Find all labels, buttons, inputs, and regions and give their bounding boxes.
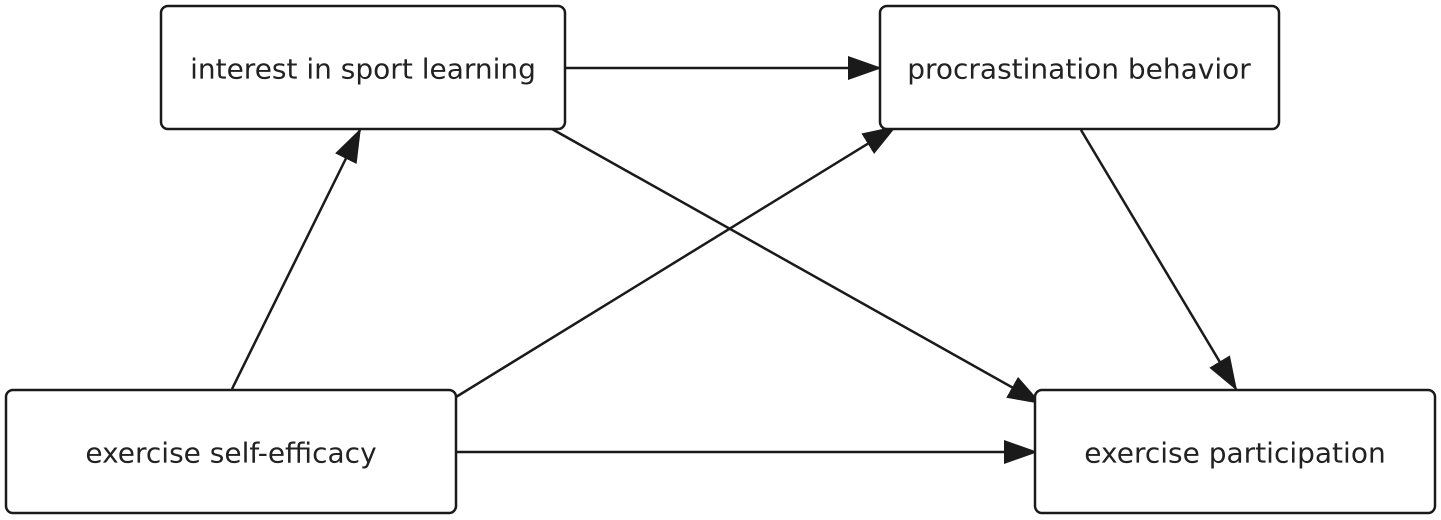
node-interest-label: interest in sport learning [190, 53, 536, 86]
edges [230, 56, 1238, 464]
node-efficacy-box [4, 388, 458, 515]
node-procrastination-box [878, 4, 1281, 131]
node-interest-box [159, 4, 567, 131]
node-interest: interest in sport learning [159, 4, 567, 131]
edge-efficacy-to-interest [230, 128, 362, 390]
node-participation-label: exercise participation [1084, 437, 1385, 470]
node-efficacy-label: exercise self-efficacy [85, 437, 376, 470]
edge-efficacy-to-procrastination [455, 125, 897, 399]
edge-procrastination-to-participation [1079, 129, 1238, 391]
edge-interest-to-participation [551, 127, 1042, 405]
node-participation-box [1033, 388, 1437, 515]
node-participation: exercise participation [1033, 388, 1437, 515]
node-procrastination: procrastination behavior [878, 4, 1281, 131]
node-efficacy: exercise self-efficacy [4, 388, 458, 515]
node-procrastination-label: procrastination behavior [907, 53, 1251, 86]
